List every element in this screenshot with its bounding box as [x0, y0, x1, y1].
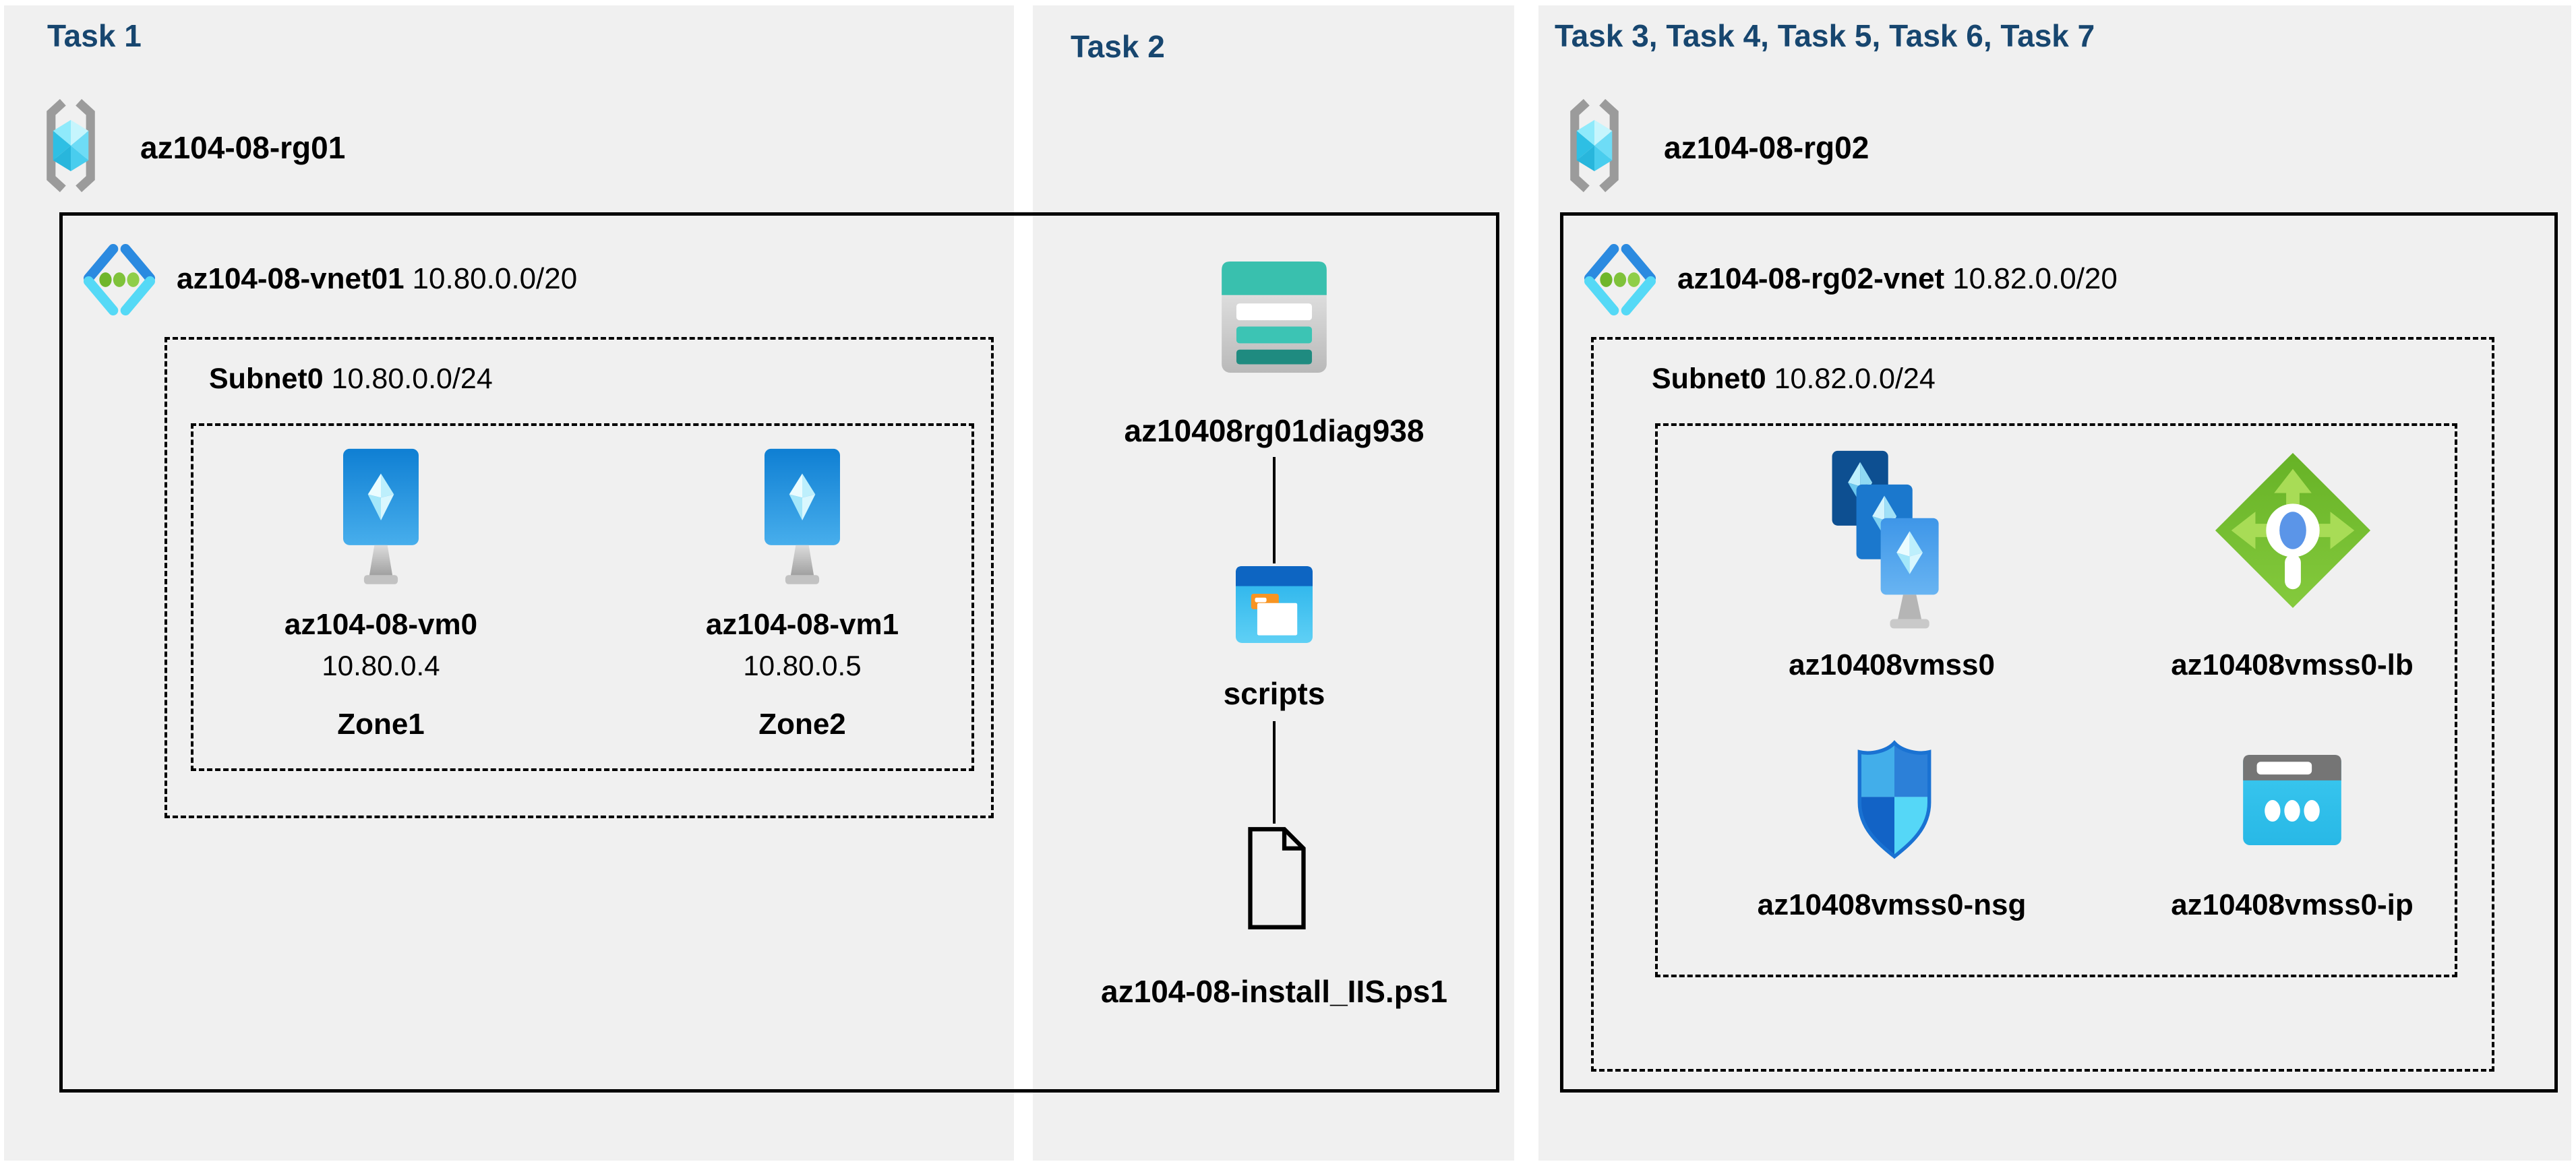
blob-container-label: scripts — [1223, 676, 1325, 711]
public-ip-icon — [2243, 755, 2341, 845]
vnet1-boundary-box — [59, 212, 1499, 1093]
vnet2-cidr: 10.82.0.0/20 — [1952, 262, 2118, 295]
vnet2-name: az104-08-rg02-vnet — [1677, 262, 1945, 295]
vm-zone-box — [191, 423, 974, 771]
vm1-ip: 10.80.0.5 — [743, 650, 862, 681]
subnet2-cidr: 10.82.0.0/24 — [1774, 363, 1936, 395]
vm0-name: az104-08-vm0 — [284, 608, 478, 641]
load-balancer-icon — [2213, 450, 2373, 611]
resource-group-icon — [1563, 96, 1626, 195]
vm1-group: az104-08-vm1 10.80.0.5 Zone2 — [654, 448, 951, 741]
vm1-zone: Zone2 — [758, 708, 846, 741]
vnet1-cidr: 10.80.0.0/20 — [412, 262, 578, 295]
vmss-resources-box — [1655, 423, 2457, 977]
vnet2-boundary-box — [1560, 212, 2558, 1093]
resource-group-icon — [39, 96, 102, 195]
task1-heading: Task 1 — [47, 18, 142, 53]
resource-group-2-label: az104-08-rg02 — [1664, 130, 1869, 165]
vm0-zone: Zone1 — [337, 708, 425, 741]
storage-account-label: az10408rg01diag938 — [1124, 413, 1425, 448]
vm-icon — [342, 448, 420, 599]
storage-account-icon — [1222, 262, 1327, 373]
vnet-icon — [81, 241, 158, 318]
vm0-ip: 10.80.0.4 — [322, 650, 440, 681]
public-ip-label: az10408vmss0-ip — [2171, 888, 2414, 921]
subnet1-cidr: 10.80.0.0/24 — [331, 363, 493, 395]
file-document-icon — [1246, 825, 1308, 931]
vnet1-name: az104-08-vnet01 — [177, 262, 405, 295]
subnet1-box — [164, 337, 994, 818]
load-balancer-label: az10408vmss0-lb — [2171, 648, 2414, 681]
vmss-icon — [1828, 449, 1952, 632]
shield-icon — [1849, 740, 1940, 859]
vnet-icon — [1582, 241, 1658, 318]
task2-heading: Task 2 — [1071, 29, 1165, 64]
vm0-group: az104-08-vm0 10.80.0.4 Zone1 — [233, 448, 529, 741]
vm1-name: az104-08-vm1 — [705, 608, 899, 641]
connector-storage-scripts — [1273, 457, 1276, 563]
panel-task1 — [4, 5, 1014, 1161]
subnet1-name: Subnet0 — [209, 363, 324, 395]
vm-icon — [763, 448, 841, 599]
panel-task3 — [1538, 5, 2571, 1161]
folder-container-icon — [1236, 566, 1313, 643]
resource-group-1-label: az104-08-rg01 — [140, 130, 346, 165]
script-file-label: az104-08-install_IIS.ps1 — [1101, 974, 1447, 1009]
subnet2-box — [1591, 337, 2494, 1072]
connector-scripts-file — [1273, 721, 1276, 824]
vmss-label: az10408vmss0 — [1789, 648, 1995, 681]
task3-heading: Task 3, Task 4, Task 5, Task 6, Task 7 — [1555, 18, 2095, 53]
nsg-label: az10408vmss0-nsg — [1757, 888, 2027, 921]
subnet2-name: Subnet0 — [1652, 363, 1766, 395]
